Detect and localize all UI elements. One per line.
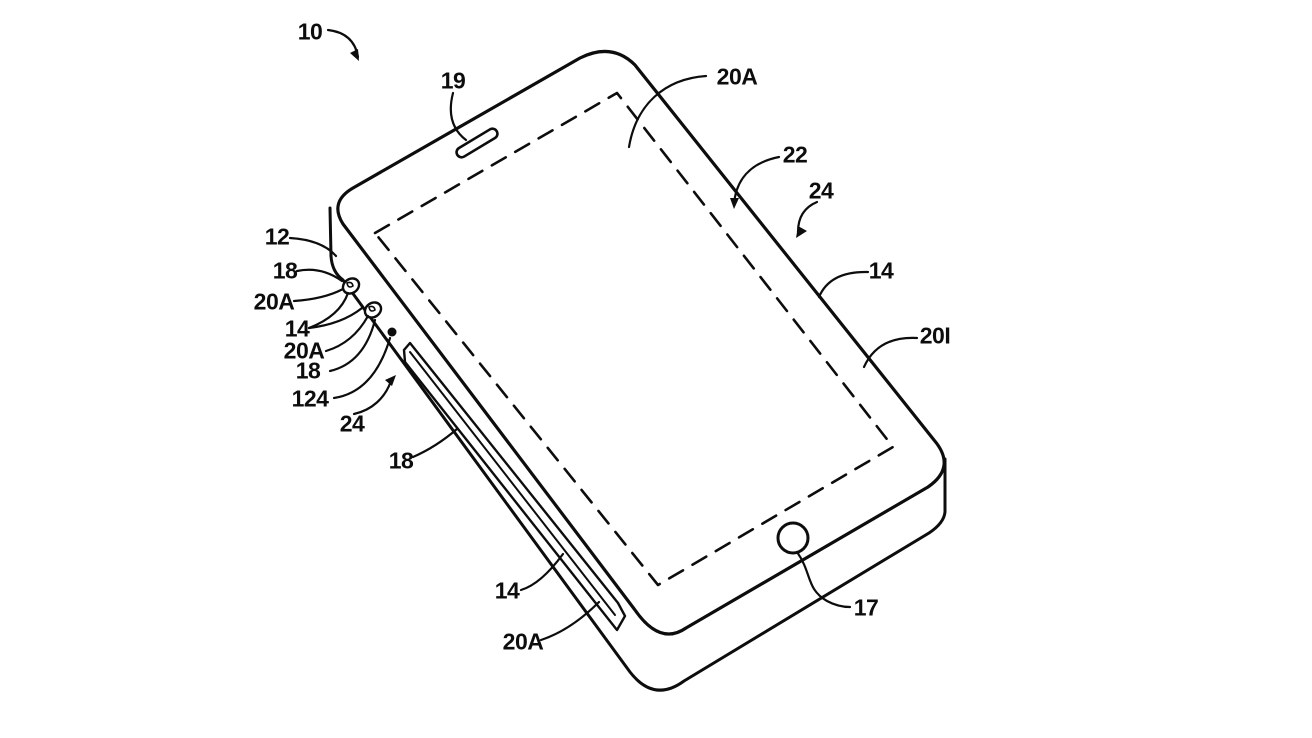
- leader-20i: [862, 336, 919, 369]
- sidewall-display-slot-inner: [409, 351, 616, 616]
- leader-20a-top: [627, 74, 708, 149]
- leader-12: [288, 236, 338, 258]
- leader-22: [732, 155, 781, 206]
- ref-label-24-left: 24: [339, 410, 365, 437]
- leader-18-left: [328, 318, 377, 373]
- side-button-1-detail: [346, 281, 354, 288]
- side-button-2: [363, 301, 383, 319]
- ref-label-20a-left-2: 20A: [283, 337, 325, 364]
- leader-20a-left-2: [324, 314, 370, 353]
- leader-20a-bottom: [539, 600, 601, 642]
- arrowhead-22: [730, 198, 739, 209]
- ref-label-124: 124: [291, 385, 329, 412]
- speaker-slot: [455, 127, 499, 159]
- leader-14-left-a: [307, 291, 350, 330]
- ref-label-20a-top: 20A: [716, 63, 758, 90]
- ref-label-18-top: 18: [272, 257, 298, 284]
- leader-20a-left-1: [292, 287, 345, 303]
- display-boundary-dashed: [373, 91, 895, 587]
- home-button: [776, 521, 810, 555]
- ref-label-14-left: 14: [284, 315, 310, 342]
- leader-18-top: [295, 268, 344, 283]
- ref-label-18-left: 18: [295, 357, 321, 384]
- arrowhead-10: [350, 49, 359, 61]
- arrowhead-24-right: [796, 226, 807, 238]
- ref-label-19: 19: [440, 67, 466, 94]
- leader-14-right: [817, 270, 870, 299]
- side-button-2-detail: [368, 305, 376, 312]
- leader-14-bottom: [519, 552, 565, 592]
- leader-17: [795, 550, 852, 609]
- ref-label-20i: 20I: [919, 322, 951, 349]
- ref-label-17: 17: [853, 594, 879, 621]
- ref-label-14-bottom: 14: [494, 577, 520, 604]
- leader-124: [332, 336, 392, 400]
- leader-19: [449, 91, 468, 142]
- leader-24-right: [796, 200, 819, 234]
- ref-label-10: 10: [297, 18, 323, 45]
- device-side-silhouette: [328, 206, 947, 692]
- ref-label-14-right: 14: [868, 257, 894, 284]
- device-front-face-outline: [336, 49, 946, 636]
- ref-label-20a-left-1: 20A: [253, 288, 295, 315]
- arrowhead-24-left: [385, 375, 396, 386]
- ref-label-20a-bottom: 20A: [502, 628, 544, 655]
- ref-label-22: 22: [782, 141, 808, 168]
- ref-label-24-right: 24: [808, 177, 834, 204]
- ref-label-12: 12: [264, 223, 290, 250]
- leader-14-left-b: [307, 306, 364, 330]
- ref-label-18-slot: 18: [388, 447, 414, 474]
- leader-18-slot: [411, 427, 459, 459]
- leader-24-left: [352, 379, 393, 416]
- side-port-dot: [387, 327, 397, 337]
